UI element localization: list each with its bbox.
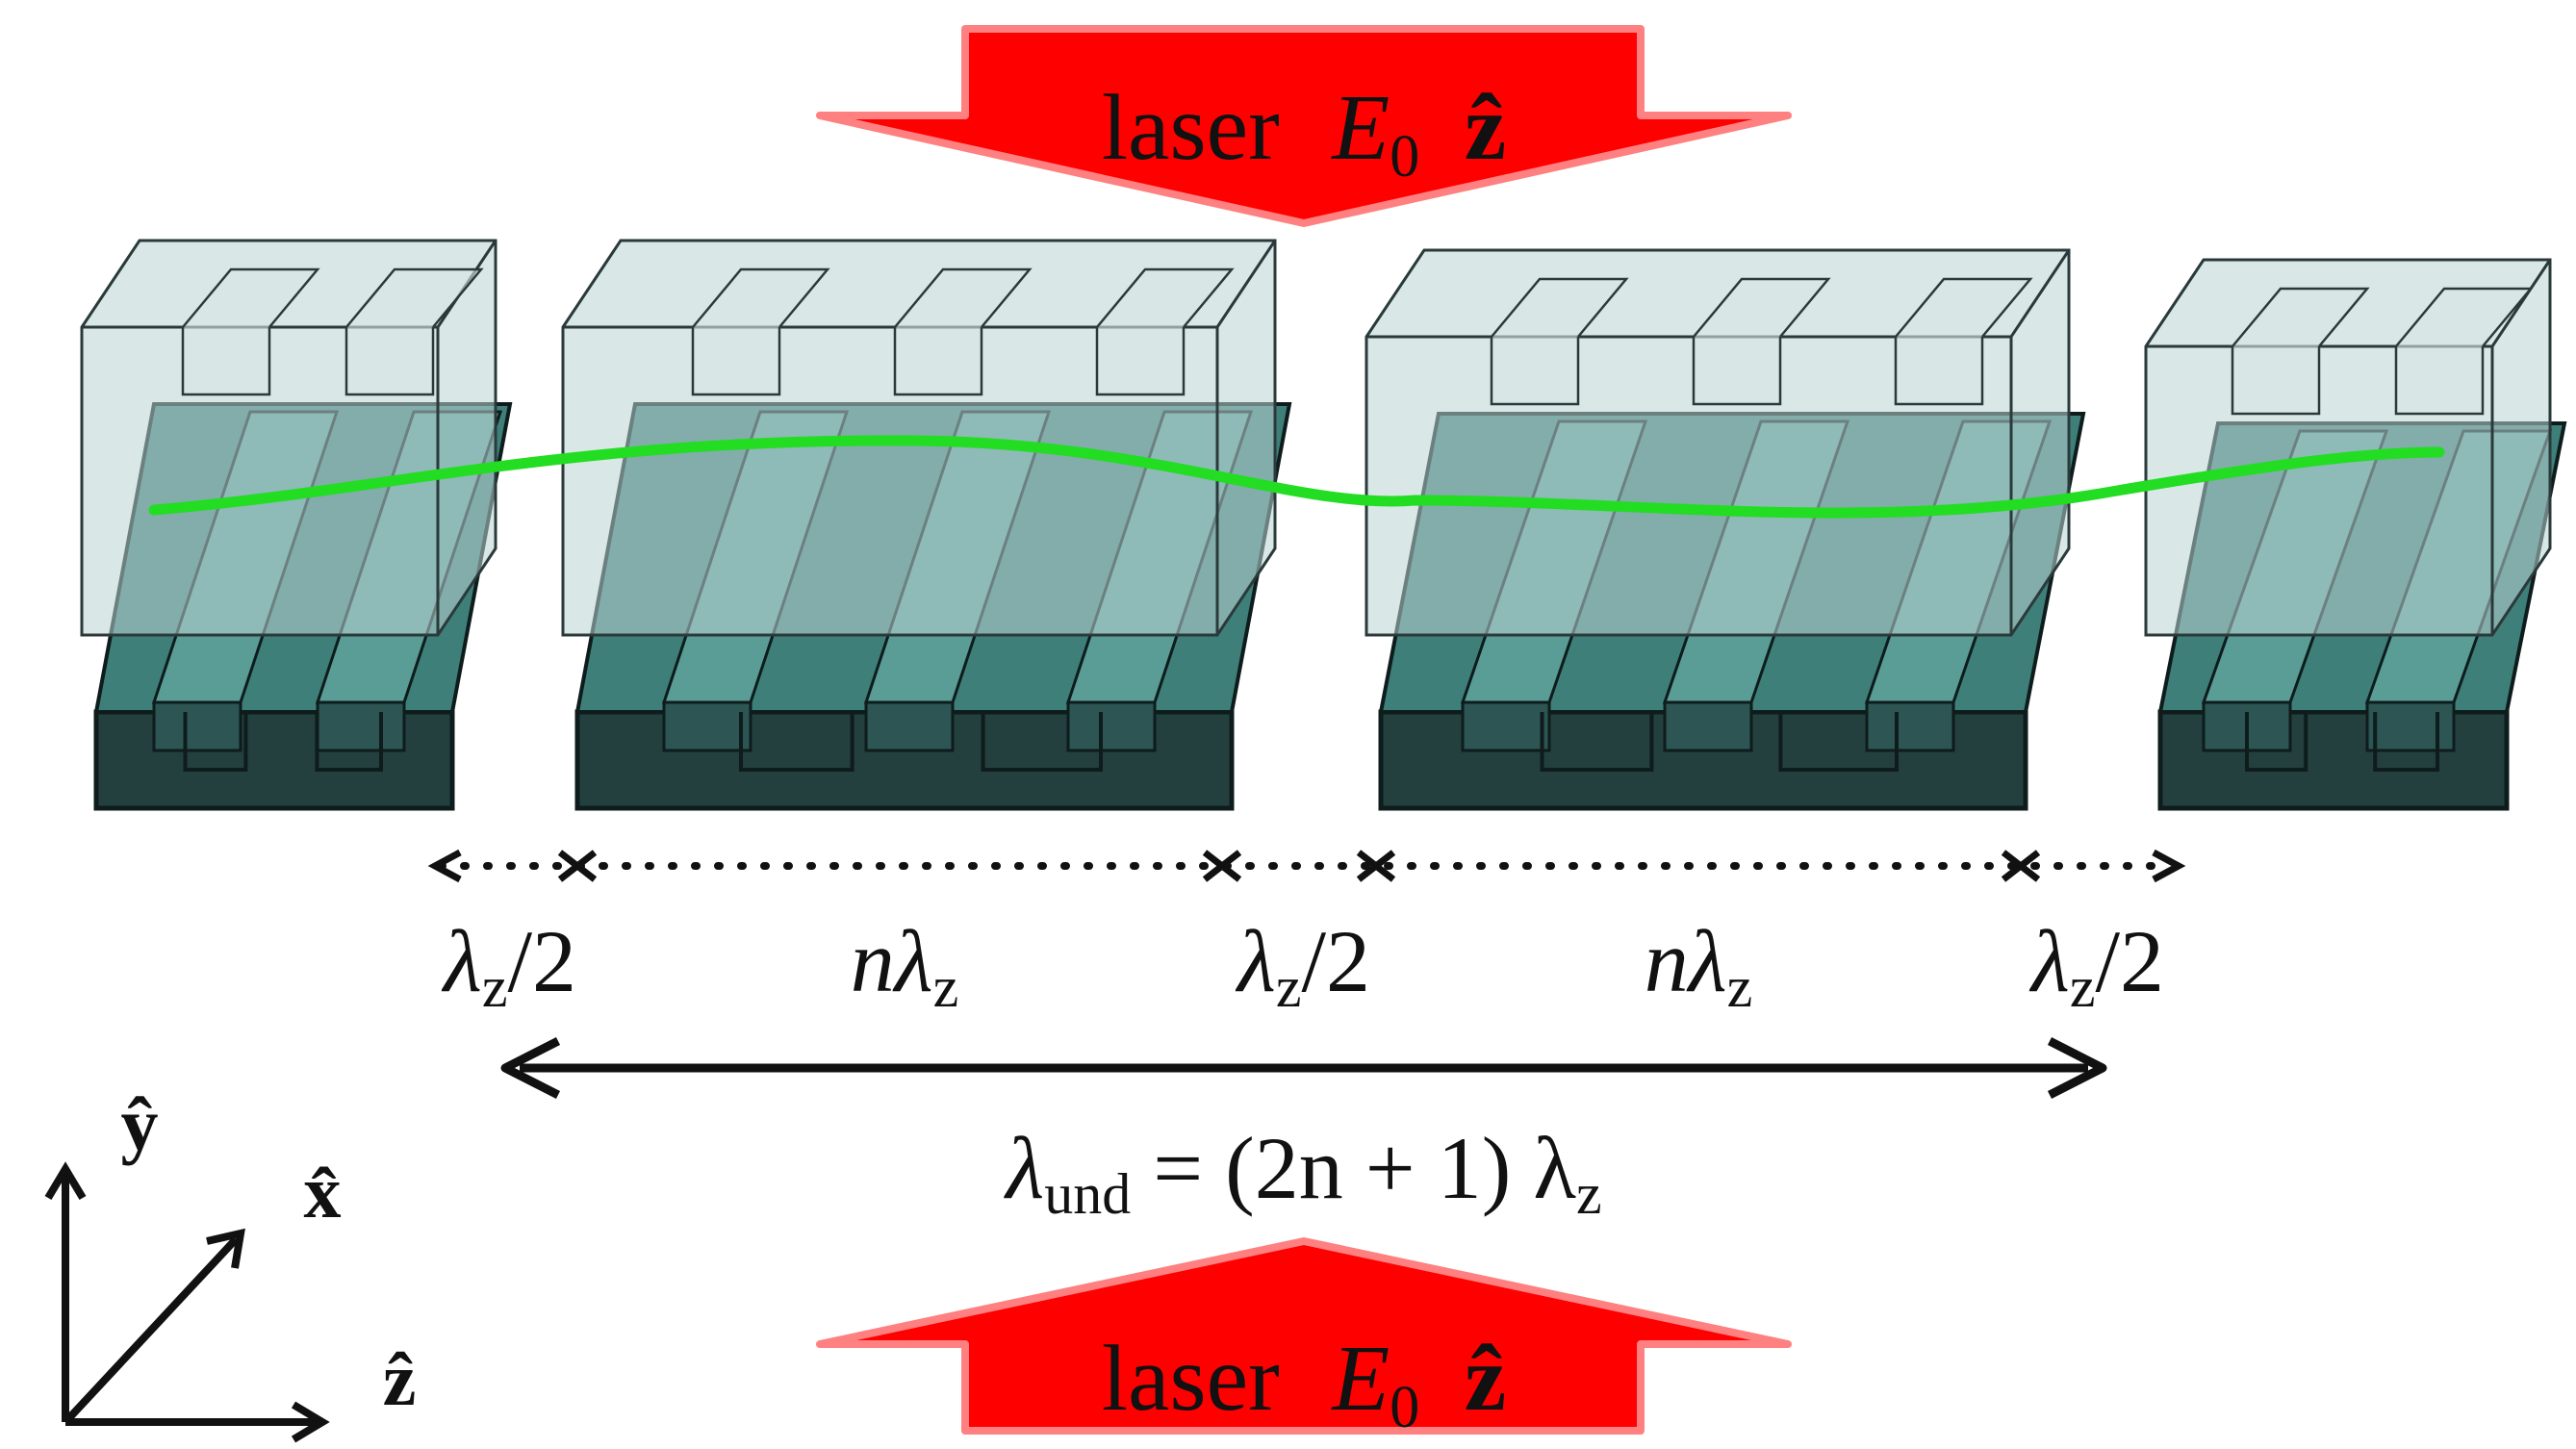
glass-ridge (1490, 277, 1629, 406)
segment-boundary-mark (557, 850, 598, 882)
ridge-front (864, 700, 955, 752)
ridge-front (1066, 700, 1157, 752)
span-label: nλz (851, 912, 959, 1019)
laser-arrow-top-shape (816, 25, 1792, 227)
span-label: λz/2 (441, 912, 576, 1019)
grating-block (80, 239, 513, 811)
span-labels: λz/2 nλz λz/2 nλz λz/2 (441, 912, 2164, 1019)
glass-ridge (1692, 277, 1831, 406)
laser-arrow-top: laser E0 ẑ (816, 25, 1792, 227)
dotted-left-arrowhead (427, 849, 462, 883)
glass-ridge (1894, 277, 2033, 406)
grating-block (1365, 248, 2086, 811)
ridge-front (1663, 700, 1753, 752)
ridge-front (662, 700, 752, 752)
block-notch (315, 712, 383, 772)
grating-block (2144, 258, 2567, 811)
segment-boundary-mark (1356, 850, 1396, 882)
axis-z-label: ẑ (383, 1337, 417, 1421)
dotted-right-arrowhead (2152, 849, 2186, 883)
ridge-front (1865, 700, 1955, 752)
undulator-period: λund = (2n + 1) λz (500, 1036, 2107, 1226)
block-notch (2373, 712, 2439, 772)
span-label: nλz (1645, 912, 1753, 1019)
period-right-arrowhead (2047, 1036, 2107, 1100)
axis-x-label: x̂ (304, 1150, 342, 1233)
block-notch (739, 712, 854, 772)
segment-boundary-mark (1202, 850, 1242, 882)
laser-bottom-label: laser E0 ẑ (1102, 1327, 1506, 1448)
laser-top-label: laser E0 ẑ (1102, 76, 1506, 197)
segment-boundary-mark (2001, 850, 2041, 882)
laser-arrow-bottom-shape (816, 1237, 1792, 1435)
electron-beam (148, 435, 2445, 519)
block-notch (183, 712, 248, 772)
glass-ridge (691, 267, 830, 396)
ridge-front (2365, 700, 2456, 752)
axis-y-arrowhead (44, 1161, 87, 1201)
ridge-front (316, 700, 406, 752)
axis-x-arrowhead (206, 1228, 245, 1269)
ridge-front (152, 700, 242, 752)
grating-blocks (80, 239, 2567, 811)
laser-arrow-bottom: laser E0 ẑ (816, 1237, 1792, 1448)
axis-z-arrowhead (291, 1401, 330, 1443)
grating-block (561, 239, 1292, 811)
axis-x-line (63, 1236, 239, 1425)
coordinate-axes: ŷ x̂ ẑ (44, 1082, 417, 1443)
glass-ridge (344, 267, 484, 396)
block-notch (1778, 712, 1899, 772)
block-notch (2245, 712, 2308, 772)
period-formula: λund = (2n + 1) λz (1003, 1119, 1601, 1226)
glass-block-edges (1366, 249, 2071, 635)
ridge-front (1461, 700, 1551, 752)
glass-ridge (1095, 267, 1235, 396)
axis-y-label: ŷ (121, 1082, 159, 1166)
segment-dimension-line (427, 849, 2186, 883)
block-notch (1540, 712, 1654, 772)
period-left-arrowhead (500, 1036, 561, 1100)
glass-ridge (893, 267, 1033, 396)
glass-ridge (2394, 287, 2534, 416)
block-notch (981, 712, 1103, 772)
glass-ridge (181, 267, 320, 396)
glass-ridge (2231, 287, 2370, 416)
span-label: λz/2 (2028, 912, 2164, 1019)
span-label: λz/2 (1235, 912, 1370, 1019)
